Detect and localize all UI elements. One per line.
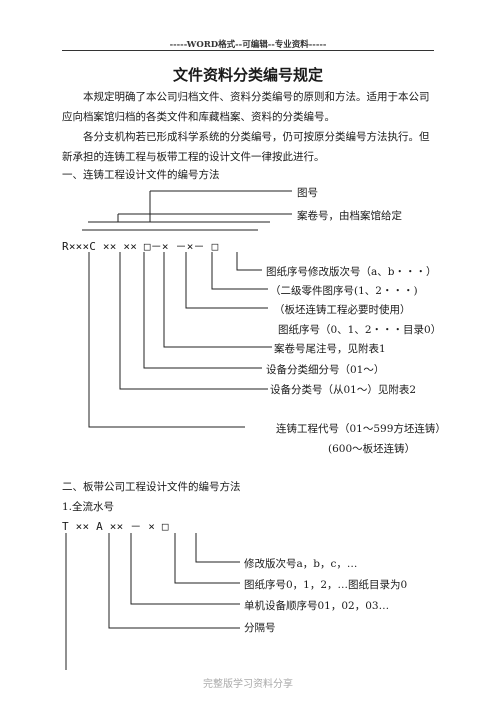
intro-paragraph-2: 各分支机构若已形成科学系统的分类编号，仍可按原分类编号方法执行。但新承担的连铸工…: [62, 131, 430, 163]
label-s2-unit: 单机设备顺序号01，02，03…: [244, 600, 390, 612]
label-tuhao: 图号: [297, 187, 318, 199]
header-rule: [62, 50, 434, 51]
section2-heading: 二、板带公司工程设计文件的编号方法: [62, 481, 241, 493]
label-project-2: (600～板坯连铸）: [328, 443, 416, 455]
label-revision: 图纸序号修改版次号（a、b・・・）: [266, 266, 437, 278]
page-footer: 完整版学习资料分享: [203, 679, 293, 690]
label-tail: 案卷号尾注号，见附表1: [274, 343, 386, 355]
label-part-note: （板坯连铸工程必要时使用）: [274, 304, 411, 316]
label-anjuan: 案卷号，由档案馆给定: [297, 210, 402, 222]
label-s2-sep: 分隔号: [244, 622, 276, 634]
intro-paragraph-1: 本规定明确了本公司归档文件、资料分类编号的原则和方法。适用于本公司应向档案馆归档…: [62, 91, 430, 123]
label-s2-drawing: 图纸序号0，1，2，…图纸目录为0: [244, 579, 408, 591]
label-subcat: 设备分类细分号（01～）: [266, 364, 385, 376]
label-cat: 设备分类号（从01～）见附表2: [270, 384, 417, 396]
label-part-seq: （二级零件图序号(1、2・・・): [270, 285, 418, 297]
page-header: -----WORD格式--可编辑--专业资料-----: [169, 40, 327, 50]
page-title: 文件资料分类编号规定: [172, 66, 323, 84]
section2-subheading: 1.全流水号: [62, 501, 115, 513]
label-project: 连铸工程代号（01～599方坯连铸）: [276, 423, 446, 435]
section2-code-pattern: T ×× A ×× － × □: [62, 520, 169, 533]
section1-heading: 一、连铸工程设计文件的编号方法: [62, 169, 220, 181]
label-drawing-seq: 图纸序号（0、1、2・・・目录0）: [278, 324, 442, 336]
label-s2-revision: 修改版次号a，b，c，…: [244, 558, 358, 570]
section1-code-pattern: R×××C ×× ×× □－× －×－ □: [62, 240, 219, 253]
